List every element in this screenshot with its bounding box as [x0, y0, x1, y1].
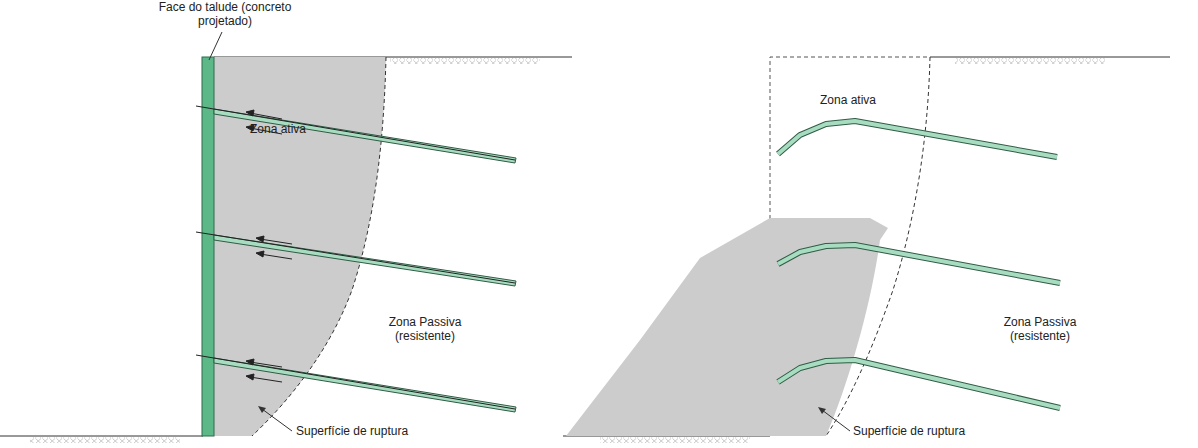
ground-hatch: [600, 437, 750, 443]
soil-nails: [214, 109, 516, 412]
zone-label: Zona ativa: [250, 122, 340, 136]
leader-line: [209, 32, 222, 60]
nail-bars: [196, 106, 515, 409]
leader-arrow: [258, 406, 266, 413]
ground-hatch: [30, 437, 180, 443]
bent-nails: [778, 121, 1060, 408]
ground-hatch: [955, 58, 1105, 64]
ground-hatch: [390, 58, 540, 64]
zone-label: Zona Passiva (resistente): [370, 315, 480, 344]
leader-arrow: [818, 407, 826, 414]
bent-nails-outline: [778, 121, 1060, 408]
shotcrete-face: [202, 57, 214, 436]
face-label: Face do talude (concreto projetado): [150, 0, 300, 29]
surface-label: Superfície de ruptura: [853, 424, 1013, 438]
ground-line: [930, 57, 1170, 58]
ground-line: [0, 436, 203, 437]
surface-label: Superfície de ruptura: [296, 424, 456, 438]
zone-label: Zona Passiva (resistente): [985, 315, 1095, 344]
zone-label: Zona ativa: [820, 93, 910, 107]
leader-line: [822, 410, 850, 431]
leader-line: [262, 409, 292, 431]
friction-arrows: [246, 110, 292, 382]
collapsed-mass: [566, 218, 888, 436]
